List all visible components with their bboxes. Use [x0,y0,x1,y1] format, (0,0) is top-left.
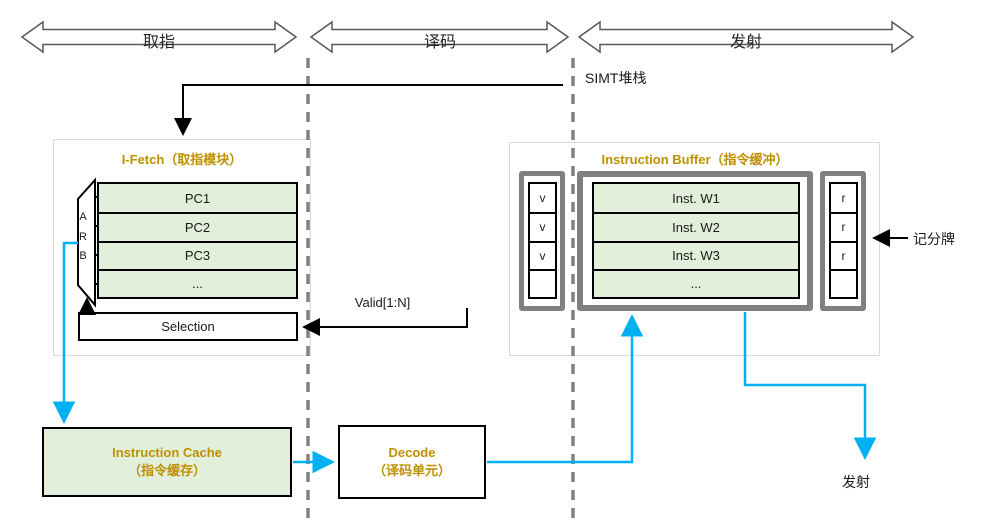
stage-label-fetch: 取指 [142,34,175,51]
valid-bit-column: v v v [528,182,557,299]
pc-row-1: PC1 [99,184,296,213]
ibuffer-row-w1: Inst. W1 [594,184,798,213]
ibuffer-row-w3: Inst. W3 [594,240,798,269]
ibuffer-row-more: ... [594,268,798,297]
ready-bit-cell: r [831,212,856,240]
issue-out-label: 发射 [842,474,870,490]
selection-label: Selection [161,319,215,334]
ibuffer-title: Instruction Buffer（指令缓冲） [601,152,789,167]
arbiter-block: A R B [74,208,92,267]
arb-letter-a: A [79,211,87,223]
decode-box: Decode （译码单元） [338,425,486,499]
ifetch-title: I-Fetch（取指模块） [121,152,243,167]
ready-bit-cell: r [841,191,846,206]
stage-label-issue: 发射 [729,34,762,51]
ibuffer-row-w2: Inst. W2 [594,212,798,241]
icache-box: Instruction Cache （指令缓存） [42,427,292,497]
pc-row-3: PC3 [99,240,296,269]
arb-letter-r: R [79,230,87,243]
pc-table: PC1 PC2 PC3 ... [97,182,298,299]
pc-row-2: PC2 [99,212,296,241]
icache-name-cn: （指令缓存） [127,463,206,478]
selection-box: Selection [78,312,298,341]
scoreboard-label: 记分牌 [913,231,955,247]
valid-bit-cell: v [530,240,555,269]
valid-bit-cell: v [530,212,555,240]
valid-bit-cell: v [539,191,546,206]
valid-bit-cell [530,268,555,297]
simt-stack-label: SIMT堆栈 [585,70,647,86]
decode-name: Decode [388,445,436,460]
pc-row-more: ... [99,268,296,297]
ready-bit-cell: r [831,240,856,269]
stage-label-decode: 译码 [423,34,456,51]
arb-letter-b: B [79,250,87,262]
ibuffer-table: Inst. W1 Inst. W2 Inst. W3 ... [592,182,800,299]
valid-to-selection-arrow [302,308,468,336]
valid-signal-label: Valid[1:N] [354,295,411,310]
decode-name-cn: （译码单元） [372,463,451,478]
simt-to-ifetch-arrow [174,84,563,136]
ready-bit-column: r r r [829,182,858,299]
ready-bit-cell [831,268,856,297]
icache-name: Instruction Cache [112,445,222,460]
